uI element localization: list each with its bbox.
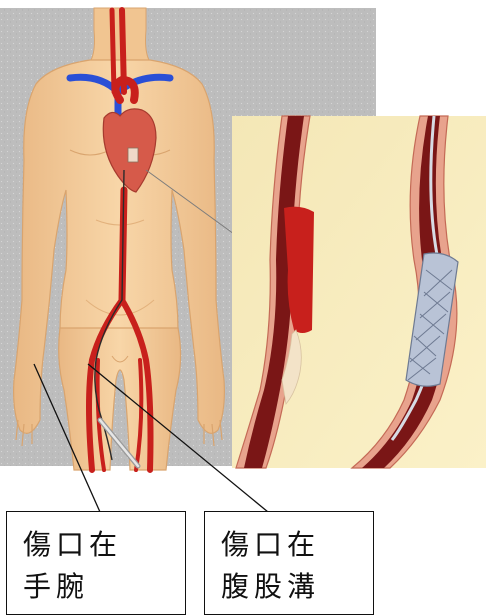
wrist-wound-label: 傷口在 手腕 [6, 511, 186, 615]
groin-wound-label: 傷口在 腹股溝 [204, 511, 374, 615]
vessel-cross-section [232, 116, 486, 468]
